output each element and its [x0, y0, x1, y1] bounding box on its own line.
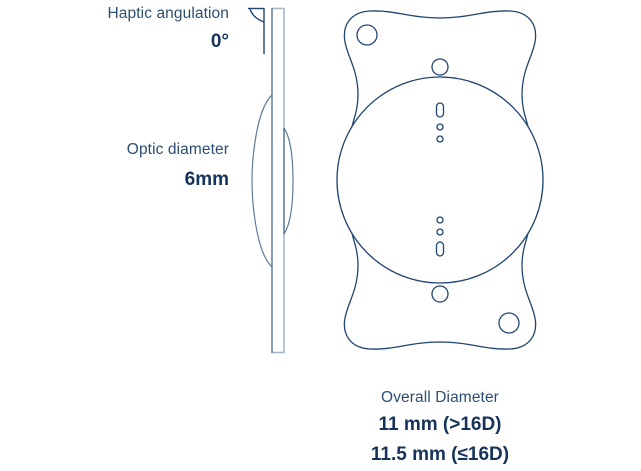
hole-top-center	[431, 58, 449, 76]
marker-dot-bottom-1	[436, 216, 444, 224]
hole-top-left	[356, 24, 378, 46]
hole-bottom-right	[498, 312, 520, 334]
overall-diameter-label: Overall Diameter	[381, 389, 499, 406]
haptic-angulation-value: 0°	[210, 31, 229, 52]
marker-dot-top-2	[436, 135, 444, 143]
hole-bottom-center	[431, 285, 449, 303]
marker-dot-bottom-2	[436, 228, 444, 236]
angle-indicator-icon	[248, 7, 265, 54]
front-view	[336, 10, 544, 350]
marker-slot-bottom	[435, 241, 445, 257]
overall-diameter-value-2: 11.5 mm (≤16D)	[370, 444, 510, 465]
side-profile-view	[251, 7, 294, 354]
marker-slot-top	[435, 102, 445, 118]
marker-dot-top-1	[436, 123, 444, 131]
optic-circle	[336, 76, 544, 284]
haptic-angulation-label: Haptic angulation	[107, 5, 229, 22]
overall-diameter-value-1: 11 mm (>16D)	[378, 414, 502, 435]
optic-diameter-label: Optic diameter	[126, 141, 229, 158]
optic-diameter-value: 6mm	[184, 169, 229, 190]
